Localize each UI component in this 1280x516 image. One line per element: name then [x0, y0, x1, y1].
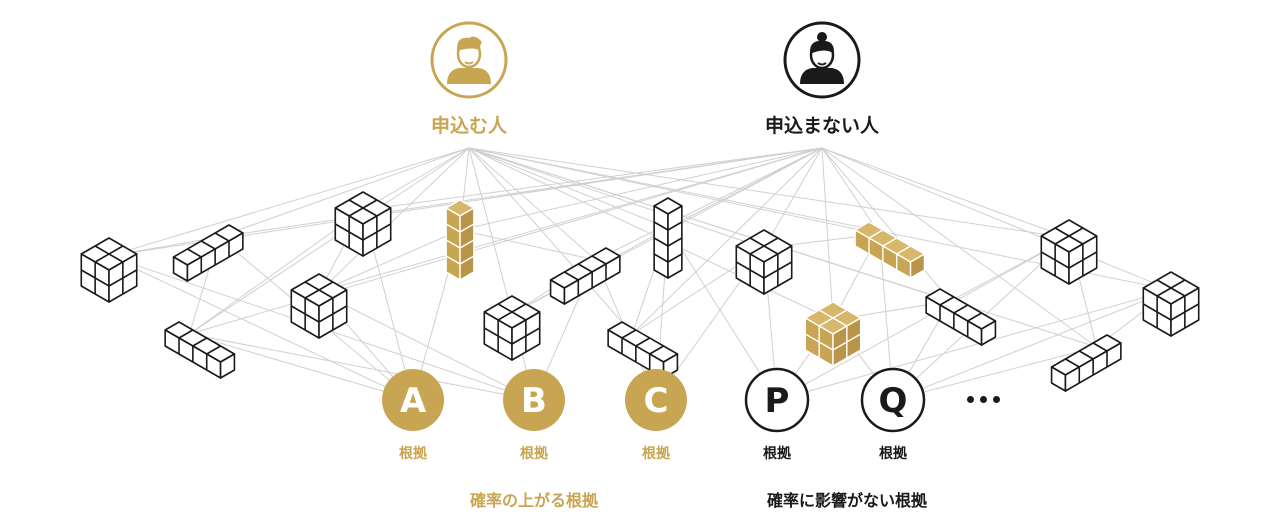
connection-line [362, 147, 470, 211]
feature-blocks [80, 191, 1200, 392]
neutral-evidence-label: 確率に影響がない根拠 [766, 491, 928, 510]
ellipsis-icon [967, 396, 1001, 406]
cube-block [735, 229, 793, 295]
connection-line [468, 147, 513, 315]
connection-line [821, 147, 1172, 291]
evidence-node-a: A [382, 369, 444, 431]
node-letter: A [400, 381, 427, 421]
connection-line [189, 209, 364, 335]
connection-line [189, 333, 414, 401]
cube-block [290, 273, 348, 339]
connection-line [318, 291, 535, 401]
node-a-caption: 根拠 [399, 446, 427, 462]
connection-line [667, 227, 778, 401]
cube-block [483, 295, 541, 361]
node-letter: B [521, 381, 547, 421]
evidence-node-b: B [503, 369, 565, 431]
connection-line [892, 289, 1172, 401]
tower-block [653, 197, 683, 279]
node-c-caption: 根拠 [642, 446, 670, 462]
connection-line [468, 147, 669, 229]
connection-line [632, 147, 823, 335]
connection-line [318, 229, 461, 293]
connection-line [821, 147, 880, 235]
node-letter: Q [879, 381, 908, 421]
connection-line [459, 229, 596, 261]
connection-line [468, 147, 834, 321]
connection-line [776, 289, 1172, 401]
connection-line [468, 147, 765, 249]
connection-line [667, 147, 823, 229]
man-avatar-icon [430, 21, 508, 99]
evidence-node-p: P [744, 367, 810, 433]
non-applicant-label: 申込まない人 [764, 115, 880, 137]
cube-block [804, 301, 862, 367]
connection-line [108, 147, 470, 257]
node-q-caption: 根拠 [879, 446, 907, 462]
connection-line [189, 147, 470, 335]
connection-line [362, 147, 823, 211]
evidence-node-q: Q [860, 367, 926, 433]
positive-evidence-label: 確率の上がる根拠 [469, 491, 599, 510]
bar-block [854, 221, 926, 279]
connection-line [821, 147, 834, 321]
connection-line [763, 147, 823, 249]
connection-line [108, 255, 414, 401]
bar-block [172, 224, 244, 282]
connection-line [468, 147, 633, 335]
tower-block [445, 199, 475, 281]
node-letter: C [644, 381, 669, 421]
connection-line [218, 147, 823, 238]
connection-line [892, 346, 1097, 401]
cube-block [80, 237, 138, 303]
connection-line [318, 147, 823, 293]
connection-line [318, 147, 470, 293]
node-p-caption: 根拠 [763, 446, 791, 462]
node-b-caption: 根拠 [520, 446, 548, 462]
bar-block [549, 247, 621, 305]
cube-block [334, 191, 392, 257]
bar-block [164, 321, 236, 379]
connection-line [218, 147, 470, 238]
connection-line [468, 147, 596, 261]
applicant-label: 申込む人 [430, 115, 508, 137]
bar-block [925, 288, 997, 346]
node-letter: P [765, 381, 790, 421]
connection-line [821, 147, 951, 302]
woman-avatar-icon [783, 21, 861, 99]
connection-line [776, 237, 1070, 401]
connection-line [189, 333, 535, 401]
evidence-node-c: C [625, 369, 687, 431]
connection-line [459, 147, 823, 231]
cube-block [1040, 219, 1098, 285]
bar-block [1050, 334, 1122, 392]
bar-block [607, 321, 679, 379]
connection-line [821, 147, 1070, 239]
connection-line [595, 147, 823, 261]
cube-block [1142, 271, 1200, 337]
connection-line [468, 147, 1070, 239]
